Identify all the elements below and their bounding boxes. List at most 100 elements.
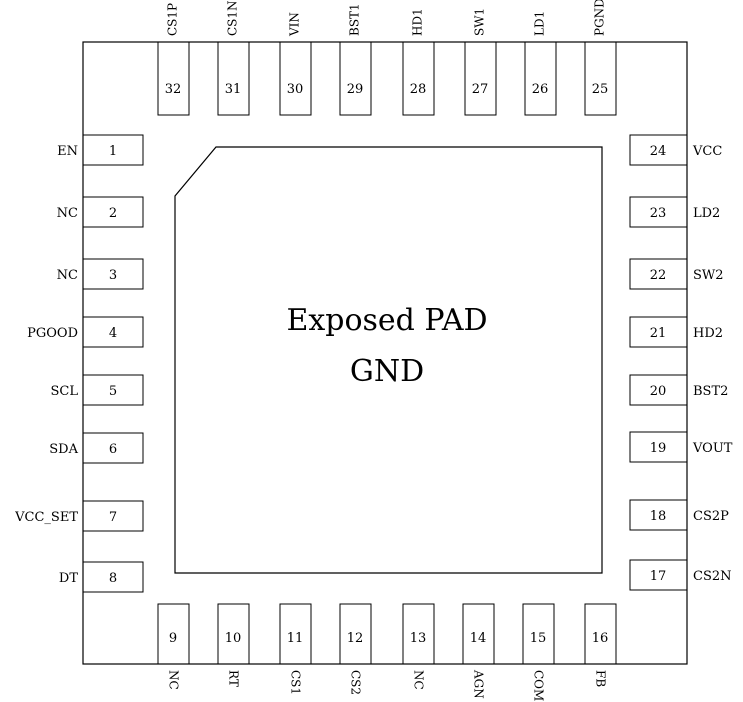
pin-28-pad: [402, 41, 435, 116]
pin-7-number: 7: [109, 510, 117, 525]
pin-12-name: CS2: [349, 670, 363, 695]
pin-22-name: SW2: [693, 268, 724, 283]
pin-14-name: AGN: [472, 669, 486, 699]
pin-11-number: 11: [287, 631, 304, 646]
pin-1-pad: [82, 134, 144, 166]
pin-22-number: 22: [650, 268, 667, 283]
pin-9-name: NC: [167, 670, 181, 690]
pin-23-name: LD2: [693, 206, 720, 221]
pin-6-pad: [82, 432, 144, 464]
pin-13-number: 13: [410, 631, 427, 646]
pin-25-number: 25: [592, 82, 609, 97]
pin-10-number: 10: [225, 631, 242, 646]
pin-22-pad: [629, 258, 688, 290]
pin-17-pad: [629, 559, 688, 591]
pin-31-number: 31: [225, 82, 242, 97]
pin-7-pad: [82, 500, 144, 532]
pin-32-name: CS1P: [166, 3, 180, 36]
pin-29-pad: [339, 41, 372, 116]
pin-27-pad: [464, 41, 497, 116]
pin-3-name: NC: [57, 268, 78, 283]
pin-18-number: 18: [650, 509, 667, 524]
pin-20-number: 20: [650, 384, 667, 399]
exposed-pad-label: Exposed PAD: [286, 303, 487, 338]
pin-25-name: PGND: [593, 0, 607, 36]
pin-21-name: HD2: [693, 326, 723, 341]
pin-8-name: DT: [59, 571, 78, 586]
pin-32-pad: [157, 41, 190, 116]
pin-7-name: VCC_SET: [14, 510, 78, 525]
pin-11-name: CS1: [289, 670, 303, 695]
pin-16-number: 16: [592, 631, 609, 646]
pin-10-name: RT: [227, 670, 241, 687]
pin-24-number: 24: [650, 144, 667, 159]
pin-9-pad: [157, 603, 190, 665]
pin-2-pad: [82, 196, 144, 228]
pin-27-number: 27: [472, 82, 489, 97]
pin-25-pad: [584, 41, 617, 116]
pin-18-pad: [629, 499, 688, 531]
exposed-pad: [174, 146, 603, 574]
pin-29-name: BST1: [348, 3, 362, 36]
pin-28-number: 28: [410, 82, 427, 97]
pin-11-pad: [279, 603, 312, 665]
pin-26-pad: [524, 41, 557, 116]
pin-3-pad: [82, 258, 144, 290]
pin-31-name: CS1N: [226, 0, 240, 36]
pin-18-name: CS2P: [693, 509, 729, 524]
pin-23-pad: [629, 196, 688, 228]
pin-6-number: 6: [109, 442, 117, 457]
pin-1-number: 1: [109, 144, 117, 159]
pin-30-name: VIN: [288, 12, 302, 37]
pin-13-name: NC: [412, 670, 426, 690]
pin-3-number: 3: [109, 268, 117, 283]
pin-2-number: 2: [109, 206, 117, 221]
pin-26-number: 26: [532, 82, 549, 97]
package-outline: [82, 41, 688, 665]
pin-15-pad: [522, 603, 555, 665]
pin-30-pad: [279, 41, 312, 116]
pin-15-number: 15: [530, 631, 547, 646]
pin-16-pad: [584, 603, 617, 665]
pin-28-name: HD1: [411, 8, 425, 36]
pin-17-name: CS2N: [693, 569, 732, 584]
pin-30-number: 30: [287, 82, 304, 97]
pin-17-number: 17: [650, 569, 667, 584]
pin-27-name: SW1: [473, 8, 487, 36]
pin-16-name: FB: [594, 670, 608, 687]
pin-24-pad: [629, 134, 688, 166]
pin-4-name: PGOOD: [27, 326, 78, 341]
pin-5-number: 5: [109, 384, 117, 399]
pin-24-name: VCC: [692, 144, 722, 159]
pin-2-name: NC: [57, 206, 78, 221]
pin-31-pad: [217, 41, 250, 116]
pin-23-number: 23: [650, 206, 667, 221]
pin-15-name: COM: [532, 670, 546, 701]
pin-19-number: 19: [650, 441, 667, 456]
pin-20-name: BST2: [693, 384, 728, 399]
pin-4-pad: [82, 316, 144, 348]
pin-12-number: 12: [347, 631, 364, 646]
pin-5-pad: [82, 374, 144, 406]
pin-14-pad: [462, 603, 495, 665]
pin-21-pad: [629, 316, 688, 348]
pin-8-pad: [82, 561, 144, 593]
pin-4-number: 4: [109, 326, 117, 341]
pin-10-pad: [217, 603, 250, 665]
pin-5-name: SCL: [51, 384, 79, 399]
pin-14-number: 14: [470, 631, 487, 646]
pin-29-number: 29: [347, 82, 364, 97]
pin-13-pad: [402, 603, 435, 665]
pin-19-name: VOUT: [692, 441, 733, 456]
pin-1-name: EN: [57, 144, 78, 159]
pin-19-pad: [629, 431, 688, 463]
pin-8-number: 8: [109, 571, 117, 586]
pin-6-name: SDA: [49, 442, 78, 457]
pin-20-pad: [629, 374, 688, 406]
exposed-pad-sublabel: GND: [350, 354, 424, 389]
pin-21-number: 21: [650, 326, 667, 341]
pin-9-number: 9: [169, 631, 177, 646]
pin-32-number: 32: [165, 82, 182, 97]
